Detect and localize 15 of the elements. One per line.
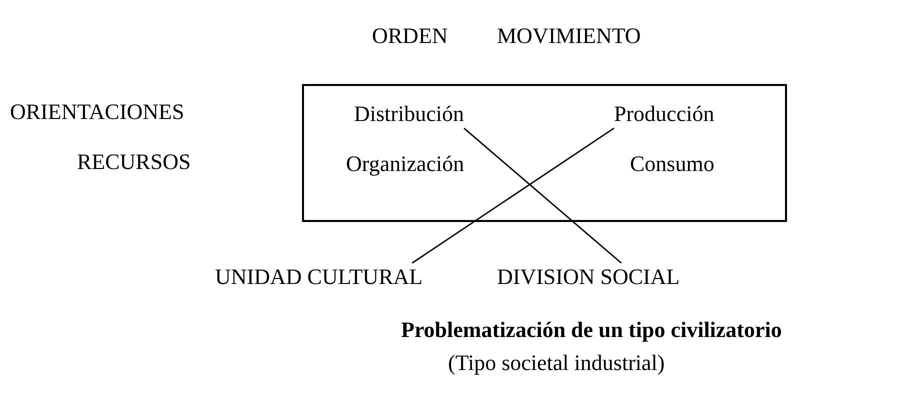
quadrant-label: Producción — [614, 102, 714, 126]
axis-label: DIVISION SOCIAL — [497, 265, 680, 290]
frame-box — [302, 84, 787, 222]
connector-line — [464, 128, 622, 264]
caption: Problematización de un tipo civilizatorio — [401, 318, 782, 342]
quadrant-label: Consumo — [630, 152, 714, 176]
subtitle: (Tipo societal industrial) — [448, 351, 665, 376]
axis-label: MOVIMIENTO — [497, 24, 641, 48]
axis-label: ORDEN — [372, 24, 448, 48]
axis-label: UNIDAD CULTURAL — [215, 265, 423, 290]
axis-label: RECURSOS — [77, 150, 191, 174]
quadrant-label: Distribución — [354, 102, 464, 126]
connector-line — [412, 128, 614, 264]
axis-label: ORIENTACIONES — [10, 100, 184, 124]
quadrant-label: Organización — [346, 152, 464, 176]
